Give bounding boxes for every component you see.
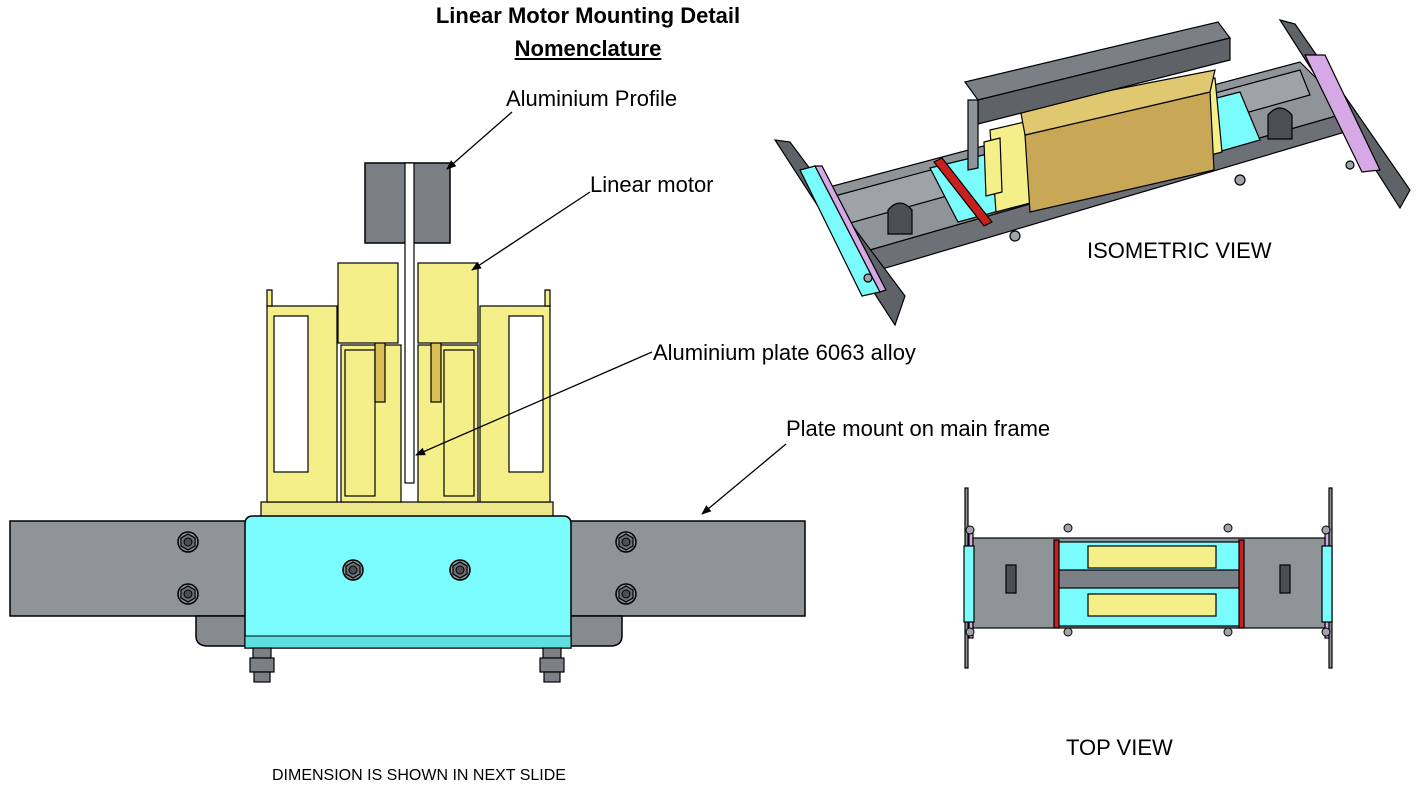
leader-lines bbox=[415, 111, 787, 515]
aluminium-plate bbox=[404, 162, 415, 484]
top-view bbox=[963, 487, 1333, 669]
motor-bracket-left bbox=[266, 289, 338, 503]
front-view bbox=[9, 162, 806, 683]
plate-mount-cyan bbox=[244, 515, 572, 649]
label-plate-mount: Plate mount on main frame bbox=[786, 416, 1051, 441]
page-subtitle: Nomenclature bbox=[514, 36, 662, 61]
isometric-view bbox=[773, 19, 1411, 327]
linear-motor-left bbox=[337, 262, 399, 344]
footer-note: DIMENSION IS SHOWN IN NEXT SLIDE bbox=[272, 767, 566, 784]
label-aluminium-plate: Aluminium plate 6063 alloy bbox=[653, 340, 916, 365]
linear-motor-right bbox=[417, 262, 479, 344]
label-aluminium-profile: Aluminium Profile bbox=[506, 86, 678, 111]
label-linear-motor: Linear motor bbox=[590, 172, 714, 197]
motor-bracket-right bbox=[479, 289, 551, 503]
caption-isometric-view: ISOMETRIC VIEW bbox=[1087, 238, 1272, 263]
caption-top-view: TOP VIEW bbox=[1066, 735, 1173, 760]
page-title: Linear Motor Mounting Detail bbox=[435, 3, 741, 28]
